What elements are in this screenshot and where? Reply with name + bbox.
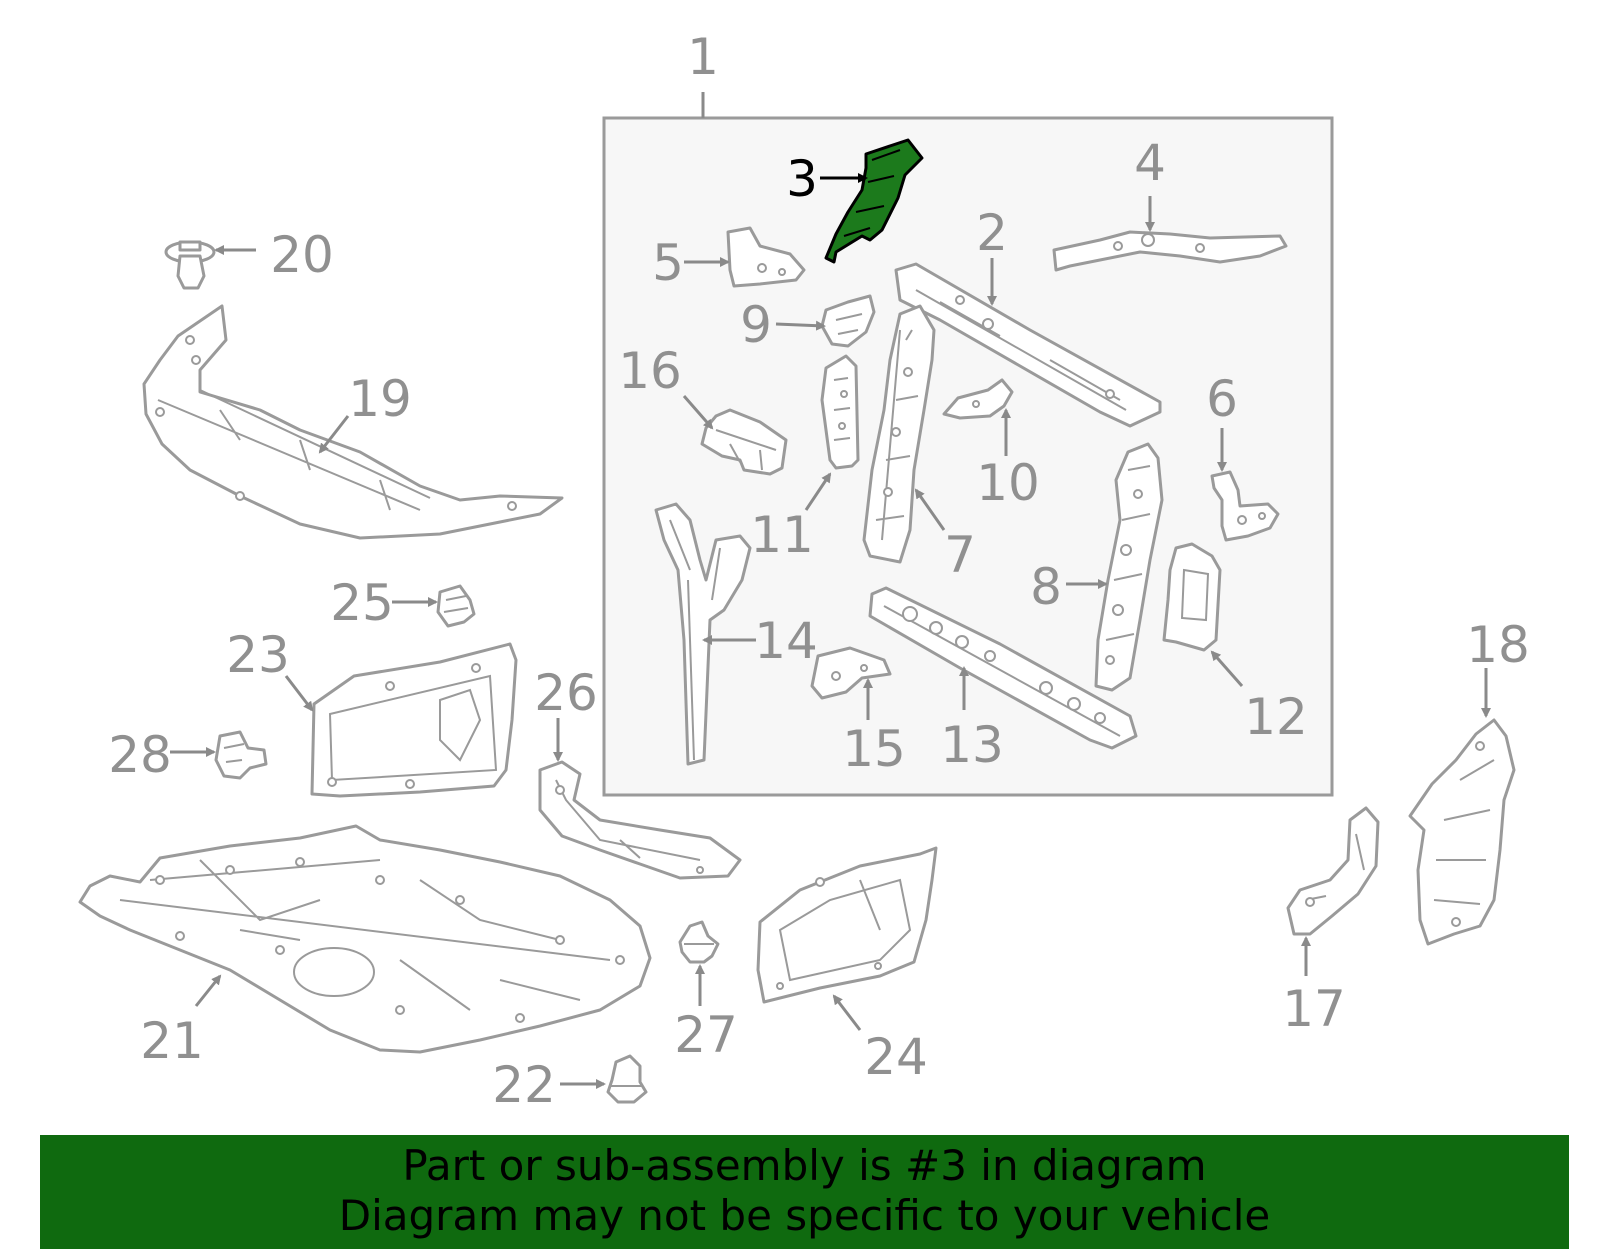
callout-25: 25 xyxy=(330,574,394,632)
callout-10: 10 xyxy=(976,454,1040,512)
part-12[interactable] xyxy=(1162,542,1244,687)
banner-line-2: Diagram may not be specific to your vehi… xyxy=(338,1191,1271,1240)
part-13[interactable] xyxy=(868,586,1138,750)
callout-2: 2 xyxy=(976,204,1008,262)
callout-9: 9 xyxy=(740,296,772,354)
callout-13: 13 xyxy=(940,716,1004,774)
part-15[interactable] xyxy=(810,646,892,720)
part-24[interactable] xyxy=(756,846,938,1031)
callout-8: 8 xyxy=(1030,558,1062,616)
part-14[interactable] xyxy=(654,502,756,766)
part-3-highlighted[interactable] xyxy=(820,138,924,264)
callout-26: 26 xyxy=(534,664,598,722)
part-20-clip[interactable] xyxy=(164,240,256,290)
callout-22: 22 xyxy=(492,1056,556,1114)
callout-24: 24 xyxy=(864,1028,928,1086)
callout-27: 27 xyxy=(674,1006,738,1064)
callout-18: 18 xyxy=(1466,616,1530,674)
callout-16: 16 xyxy=(618,342,682,400)
part-17[interactable] xyxy=(1286,806,1380,976)
callout-19: 19 xyxy=(348,370,412,428)
part-19[interactable] xyxy=(142,304,564,540)
part-18[interactable] xyxy=(1408,668,1516,946)
part-21[interactable] xyxy=(78,824,652,1054)
part-23[interactable] xyxy=(284,642,518,798)
part-10[interactable] xyxy=(942,378,1014,456)
part-11[interactable] xyxy=(804,354,860,511)
part-25-clip[interactable] xyxy=(392,584,476,628)
callout-20: 20 xyxy=(270,226,334,284)
part-7[interactable] xyxy=(862,304,946,564)
part-8[interactable] xyxy=(1066,442,1164,692)
callout-14: 14 xyxy=(754,612,818,670)
callout-6: 6 xyxy=(1206,370,1238,428)
callout-21: 21 xyxy=(140,1012,204,1070)
parts-diagram: 1 3 4 2 5 9 16 6 10 11 7 8 14 12 15 13 2… xyxy=(78,28,1530,1114)
part-9[interactable] xyxy=(775,294,876,348)
part-27-clip[interactable] xyxy=(678,920,720,1006)
callout-1: 1 xyxy=(687,28,719,86)
part-28[interactable] xyxy=(170,730,268,780)
part-5[interactable] xyxy=(684,226,806,288)
callout-3: 3 xyxy=(786,150,818,208)
callout-12: 12 xyxy=(1244,688,1308,746)
callout-4: 4 xyxy=(1134,134,1166,192)
part-22-clip[interactable] xyxy=(560,1054,648,1104)
callout-7: 7 xyxy=(944,526,976,584)
part-26[interactable] xyxy=(538,718,742,880)
callout-11: 11 xyxy=(750,506,814,564)
callout-15: 15 xyxy=(842,720,906,778)
part-6[interactable] xyxy=(1210,428,1280,542)
banner-line-1: Part or sub-assembly is #3 in diagram xyxy=(402,1141,1207,1190)
callout-5: 5 xyxy=(652,234,684,292)
callout-17: 17 xyxy=(1282,980,1346,1038)
callout-28: 28 xyxy=(108,726,172,784)
info-banner: Part or sub-assembly is #3 in diagram Di… xyxy=(40,1135,1569,1249)
part-16[interactable] xyxy=(682,395,788,476)
part-4[interactable] xyxy=(1052,196,1288,272)
callout-23: 23 xyxy=(226,626,290,684)
